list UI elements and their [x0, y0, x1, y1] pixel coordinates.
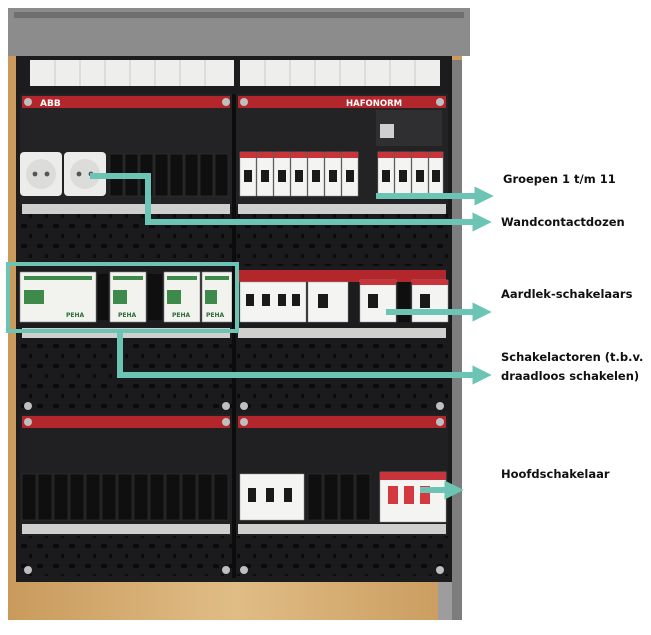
red-band — [238, 416, 446, 428]
arrow-sockets — [90, 173, 492, 232]
label-sockets: Wandcontactdozen — [501, 215, 625, 229]
svg-text:PEHA: PEHA — [206, 312, 225, 319]
arrow-actuators — [117, 331, 492, 385]
group-breakers — [239, 151, 444, 197]
red-band — [238, 96, 446, 108]
red-band — [22, 96, 230, 108]
label-main-switch: Hoofdschakelaar — [501, 467, 610, 481]
label-groups: Groepen 1 t/m 11 — [503, 172, 616, 186]
label-actuators-line1: Schakelactoren (t.b.v. — [501, 350, 644, 364]
red-band — [22, 416, 230, 428]
svg-text:PEHA: PEHA — [172, 312, 191, 319]
svg-text:PEHA: PEHA — [66, 312, 85, 319]
label-actuators-line2: draadloos schakelen) — [501, 369, 640, 383]
rcd-breakers — [239, 279, 449, 323]
svg-text:PEHA: PEHA — [118, 312, 137, 319]
actuator-modules: PEHA PEHA PEHA PEHA — [19, 271, 233, 323]
abb-logo: ABB — [40, 99, 61, 109]
main-switch — [379, 471, 447, 523]
socket-outlets — [20, 152, 106, 196]
label-strip-left — [30, 60, 234, 86]
breaker-3p — [239, 473, 305, 521]
label-rcd: Aardlek-schakelaars — [501, 287, 633, 301]
hafonorm-logo: HAFONORM — [346, 99, 402, 109]
